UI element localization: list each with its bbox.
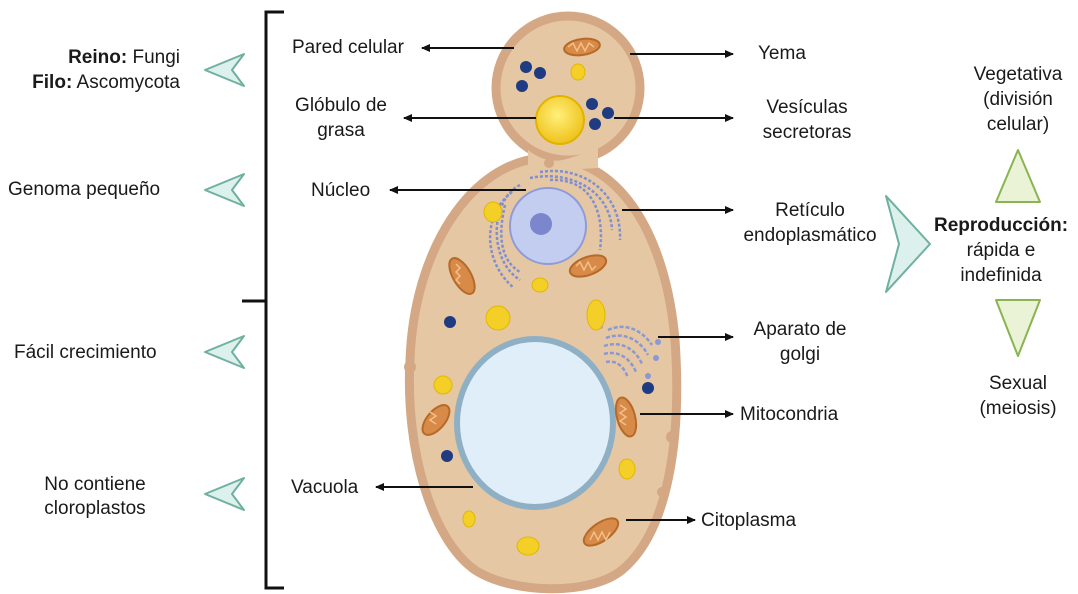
kingdom-line: Reino: Fungi — [68, 46, 180, 70]
label-globulo-1: Glóbulo de — [286, 94, 396, 118]
label-aparato-1: Aparato de — [740, 318, 860, 342]
arrowhead-icon — [205, 336, 244, 368]
label-vesiculas-2: secretoras — [742, 121, 872, 145]
vegetativa-text-2: (división — [958, 88, 1078, 112]
reproduccion-text-2: rápida e — [941, 239, 1061, 263]
label-vacuola: Vacuola — [291, 476, 358, 500]
label-reticulo-1: Retículo — [735, 199, 885, 223]
left-arrowheads — [205, 54, 244, 510]
reino-label: Reino: — [68, 47, 127, 68]
vegetativa-text-3: celular) — [958, 113, 1078, 137]
sexual-text-1: Sexual — [958, 372, 1078, 396]
left-bracket — [242, 12, 284, 588]
triangle-down-icon — [996, 300, 1040, 356]
fat-globule — [536, 96, 584, 144]
cloroplastos-text-2: cloroplastos — [20, 497, 170, 521]
genoma-text: Genoma pequeño — [8, 178, 160, 202]
reproduccion-text-3: indefinida — [941, 264, 1061, 288]
arrowhead-icon — [205, 54, 244, 86]
filo-label: Filo: — [32, 72, 72, 93]
phylum-line: Filo: Ascomycota — [32, 71, 180, 95]
label-globulo-2: grasa — [286, 119, 396, 143]
right-arrowhead-icon — [886, 196, 930, 292]
vegetativa-text-1: Vegetativa — [958, 63, 1078, 87]
sexual-text-2: (meiosis) — [958, 397, 1078, 421]
arrowhead-icon — [205, 174, 244, 206]
label-citoplasma: Citoplasma — [701, 509, 796, 533]
triangle-up-icon — [996, 150, 1040, 202]
label-mitocondria: Mitocondria — [740, 403, 838, 427]
vacuole — [457, 339, 613, 507]
label-pared: Pared celular — [292, 36, 404, 60]
label-nucleo: Núcleo — [311, 179, 370, 203]
nucleolus — [530, 213, 552, 235]
arrowhead-icon — [205, 478, 244, 510]
label-aparato-2: golgi — [740, 343, 860, 367]
label-yema: Yema — [758, 42, 806, 66]
reproduccion-title: Reproducción: — [926, 214, 1076, 238]
cloroplastos-text-1: No contiene — [20, 473, 170, 497]
reino-value: Fungi — [132, 47, 180, 68]
crecimiento-text: Fácil crecimiento — [14, 341, 157, 365]
filo-value: Ascomycota — [77, 72, 180, 93]
label-reticulo-2: endoplasmático — [735, 224, 885, 248]
label-vesiculas-1: Vesículas — [742, 96, 872, 120]
